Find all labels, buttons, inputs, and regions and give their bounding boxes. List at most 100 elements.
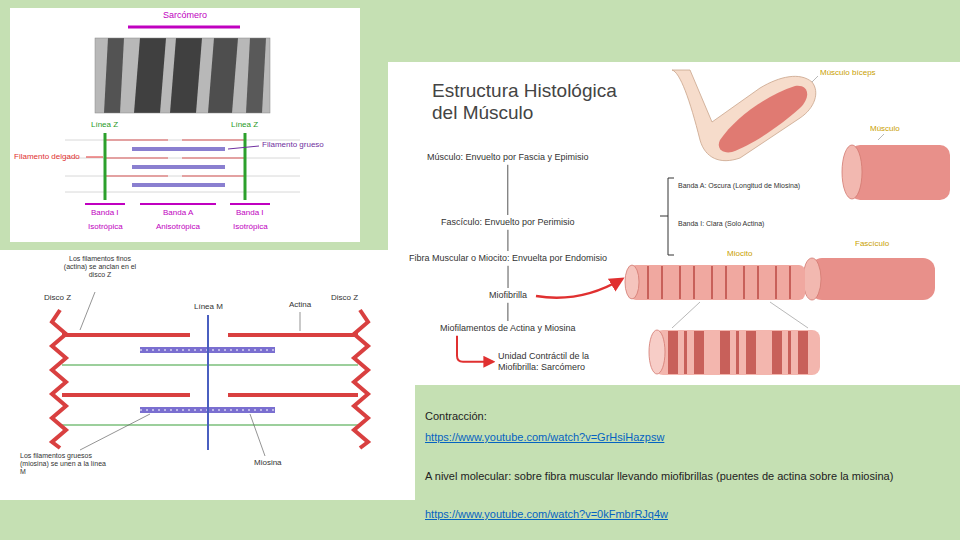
path-shape (719, 86, 807, 153)
line-shape (647, 266, 649, 299)
white-panel (10, 8, 360, 242)
line-shape (775, 266, 777, 299)
hierarchy-item: Miofilamentos de Actina y Miosina (437, 322, 579, 335)
line-shape (62, 333, 190, 337)
g-shape (668, 331, 808, 374)
line-shape (743, 266, 745, 299)
line-shape (228, 146, 259, 149)
item-text: Fascículo: Envuelto por Perimisio (441, 217, 575, 228)
polyline-shape (354, 310, 368, 448)
hierarchy-line (508, 266, 509, 288)
line-shape (105, 139, 168, 141)
part-label: Banda I: Clara (Solo Actina) (678, 220, 803, 228)
line-shape (711, 266, 713, 299)
hierarchy-item: Unidad Contráctil de la Miofibrilla: Sar… (495, 350, 615, 374)
item-text: Músculo: Envuelto por Fascia y Epimisio (427, 152, 589, 163)
rect-shape (746, 331, 756, 374)
part-label: Anisotrópica (156, 222, 200, 231)
line-shape (672, 302, 700, 328)
part-label: Contracción: (425, 410, 487, 423)
arm-illustration (672, 70, 818, 161)
line-shape (228, 333, 358, 337)
line-shape (62, 364, 358, 365)
part-label: Miosina (254, 458, 282, 467)
line-shape (62, 393, 190, 397)
polyline-shape (52, 310, 66, 448)
item-text: Miofilamentos de Actina y Miosina (440, 323, 576, 334)
part-label: Banda I (91, 208, 119, 217)
part-label: A nivel molecular: sobre fibra muscular … (425, 470, 910, 483)
rect-shape (850, 145, 950, 200)
line-shape (250, 414, 265, 456)
arrow-connector (457, 336, 493, 362)
line-shape (668, 178, 674, 179)
polygon-shape (208, 38, 238, 113)
line-shape (661, 266, 663, 299)
rect-shape (810, 258, 935, 300)
part-label: Línea Z (231, 120, 258, 129)
line-shape (770, 302, 808, 328)
part-label: Línea Z (91, 120, 118, 129)
polygon-shape (134, 38, 166, 113)
line-shape (230, 203, 270, 205)
part-label: Disco Z (331, 293, 358, 302)
part-label: Banda I (236, 208, 264, 217)
rect-shape (798, 331, 808, 374)
pointer-arrow (536, 279, 622, 298)
line-shape (62, 424, 358, 425)
rect-shape (694, 331, 704, 374)
line-shape (668, 255, 674, 256)
hierarchy-item: Miofibrilla (486, 289, 530, 302)
slide-title: Estructura Histológica del Músculo (432, 80, 647, 124)
part-label: Músculo (870, 124, 900, 133)
line-shape (878, 134, 884, 140)
rect-shape (630, 265, 805, 300)
rect-shape (772, 331, 782, 374)
line-shape (789, 266, 791, 299)
ellipse-shape (803, 258, 821, 300)
line-shape (140, 203, 216, 205)
white-panel (388, 62, 960, 385)
line-shape (85, 203, 125, 205)
part-label: Banda A (163, 208, 193, 217)
polygon-shape (104, 38, 124, 113)
line-shape (757, 266, 759, 299)
line-shape (228, 393, 358, 397)
rect-shape (95, 38, 270, 113)
ellipse-shape (649, 330, 665, 374)
part-label: Fascículo (855, 239, 889, 248)
myocyte-cylinder (625, 265, 805, 300)
line-shape (86, 157, 103, 158)
part-label: Filamento delgado (14, 152, 80, 161)
line-shape (812, 76, 818, 82)
rect-shape (720, 331, 730, 374)
part-label: Banda A: Oscura (Longitud de Miosina) (678, 182, 803, 190)
item-text: Fibra Muscular o Miocito: Envuelta por E… (409, 253, 607, 264)
band-bracket (660, 178, 674, 255)
polygon-shape (246, 38, 266, 113)
path-shape (672, 70, 816, 161)
micrograph (95, 38, 270, 113)
part-label: Actina (289, 300, 311, 309)
muscle-cylinder (842, 134, 950, 200)
link-text: https://www.youtube.com/watch?v=0kFmbrRJ… (425, 508, 668, 521)
rect-shape (655, 330, 820, 375)
line-shape (693, 266, 695, 299)
line-shape (105, 157, 168, 159)
ellipse-shape (842, 145, 862, 199)
hierarchy-item: Músculo: Envuelto por Fascia y Epimisio (424, 151, 592, 164)
line-shape (65, 158, 300, 159)
line-shape (65, 176, 300, 177)
part-label: Los filamentos gruesos (miosina) se unen… (20, 452, 110, 476)
part-label: Disco Z (44, 293, 71, 302)
rect-shape (736, 331, 739, 374)
g-shape (648, 266, 790, 299)
line-shape (65, 192, 300, 193)
item-text: Unidad Contráctil de la Miofibrilla: Sar… (498, 351, 612, 373)
part-label: Sarcómero (163, 10, 207, 20)
rect-shape (95, 38, 270, 113)
line-shape (725, 266, 727, 299)
polygon-shape (170, 38, 202, 113)
